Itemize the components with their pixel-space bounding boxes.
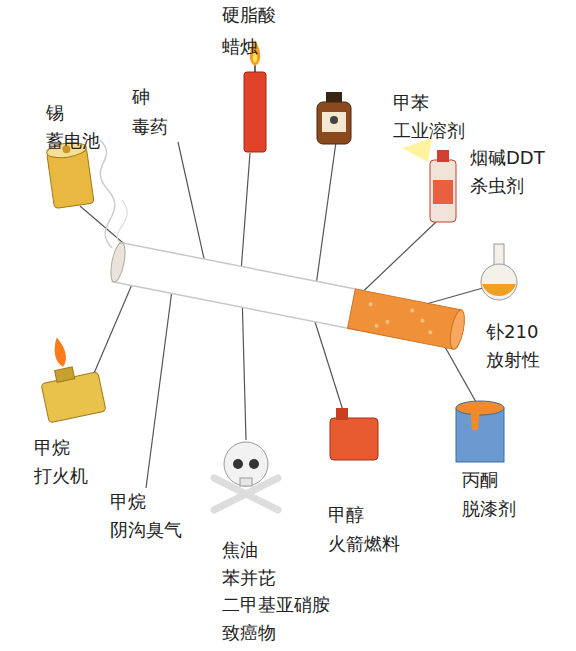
skull-jaw — [240, 478, 252, 486]
filter-dot — [385, 320, 390, 325]
cigarette-ash — [108, 242, 128, 284]
bottle-icon — [317, 92, 351, 144]
cigarette-filter — [348, 289, 462, 349]
chemical-label: 毒药 — [132, 116, 168, 138]
filter-dot — [374, 323, 379, 328]
smoke — [100, 140, 115, 248]
chemical-label: 硬脂酸 — [222, 4, 276, 26]
chemical-label: 杀虫剂 — [470, 175, 524, 197]
leader-line — [352, 222, 436, 302]
chemical-label: 放射性 — [486, 349, 540, 371]
flask-liquid — [482, 284, 516, 296]
chemical-label: 砷 — [132, 86, 150, 108]
filter-end — [448, 309, 468, 351]
chemical-label: 焦油 — [222, 539, 258, 561]
crossbone — [214, 478, 278, 510]
chemical-label: 锡 — [46, 102, 64, 124]
cigarette — [108, 242, 467, 351]
chemical-label: 阴沟臭气 — [110, 519, 182, 541]
fuel-can-spout — [336, 408, 348, 420]
flask-bulb — [481, 264, 517, 300]
chemical-label: 工业溶剂 — [393, 120, 465, 142]
cigarette-paper — [112, 242, 365, 330]
chemical-label: 钋210 — [486, 321, 538, 343]
spray-nozzle — [437, 150, 449, 162]
leader-line — [240, 153, 250, 285]
chemical-label: 二甲基亚硝胺 — [222, 594, 330, 616]
leader-line — [92, 282, 133, 378]
chemical-label: 蜡烛 — [222, 36, 258, 58]
filter-dot — [428, 330, 433, 335]
paint-drip — [470, 408, 480, 430]
filter-dots — [364, 300, 436, 339]
chemical-label: 甲苯 — [393, 92, 429, 114]
leader-line — [242, 292, 246, 440]
bottle-body — [317, 102, 351, 144]
lighter-icon — [32, 331, 106, 423]
spray-label — [433, 180, 453, 204]
filter-dot — [410, 308, 415, 313]
candle-body — [244, 72, 266, 152]
leader-line — [146, 290, 172, 488]
skull-eye — [249, 459, 259, 469]
lighter-chimney — [55, 367, 75, 382]
smoke — [117, 200, 127, 246]
chemical-label: 甲烷 — [110, 491, 146, 513]
leader-line — [314, 142, 336, 300]
chemical-label: 脱漆剂 — [462, 498, 516, 520]
chemical-label: 甲烷 — [34, 437, 70, 459]
chemical-label: 甲醇 — [328, 504, 364, 526]
skull-mark — [330, 116, 338, 124]
lighter-flame — [52, 336, 69, 368]
chemical-label: 打火机 — [34, 465, 88, 487]
skull-icon — [214, 442, 278, 510]
chemical-label: 火箭燃料 — [328, 533, 400, 555]
fuel-can-body — [330, 418, 378, 460]
bottle-label — [322, 112, 346, 132]
spray-can — [430, 160, 456, 222]
flask-icon — [481, 244, 517, 300]
chemical-label: 致癌物 — [222, 622, 276, 644]
bottle-cap — [326, 92, 342, 102]
skull-eye — [233, 459, 243, 469]
fuel-can-icon — [330, 408, 378, 460]
skull-head — [224, 442, 268, 486]
chemical-label: 丙酮 — [462, 469, 498, 491]
leader-lines — [80, 142, 490, 488]
flask-neck — [494, 244, 504, 266]
leader-line — [178, 142, 207, 272]
filter-dot — [368, 302, 373, 307]
paint-can-icon — [456, 401, 504, 462]
paint-can-body — [456, 408, 504, 462]
chemical-label: 烟碱DDT — [470, 147, 545, 169]
crossbone — [214, 478, 278, 510]
spray-icon — [402, 138, 456, 222]
chemical-label: 苯并芘 — [222, 567, 276, 589]
filter-dot — [420, 318, 425, 323]
chemical-label: 蓄电池 — [46, 130, 100, 152]
spray-mist — [402, 138, 432, 162]
